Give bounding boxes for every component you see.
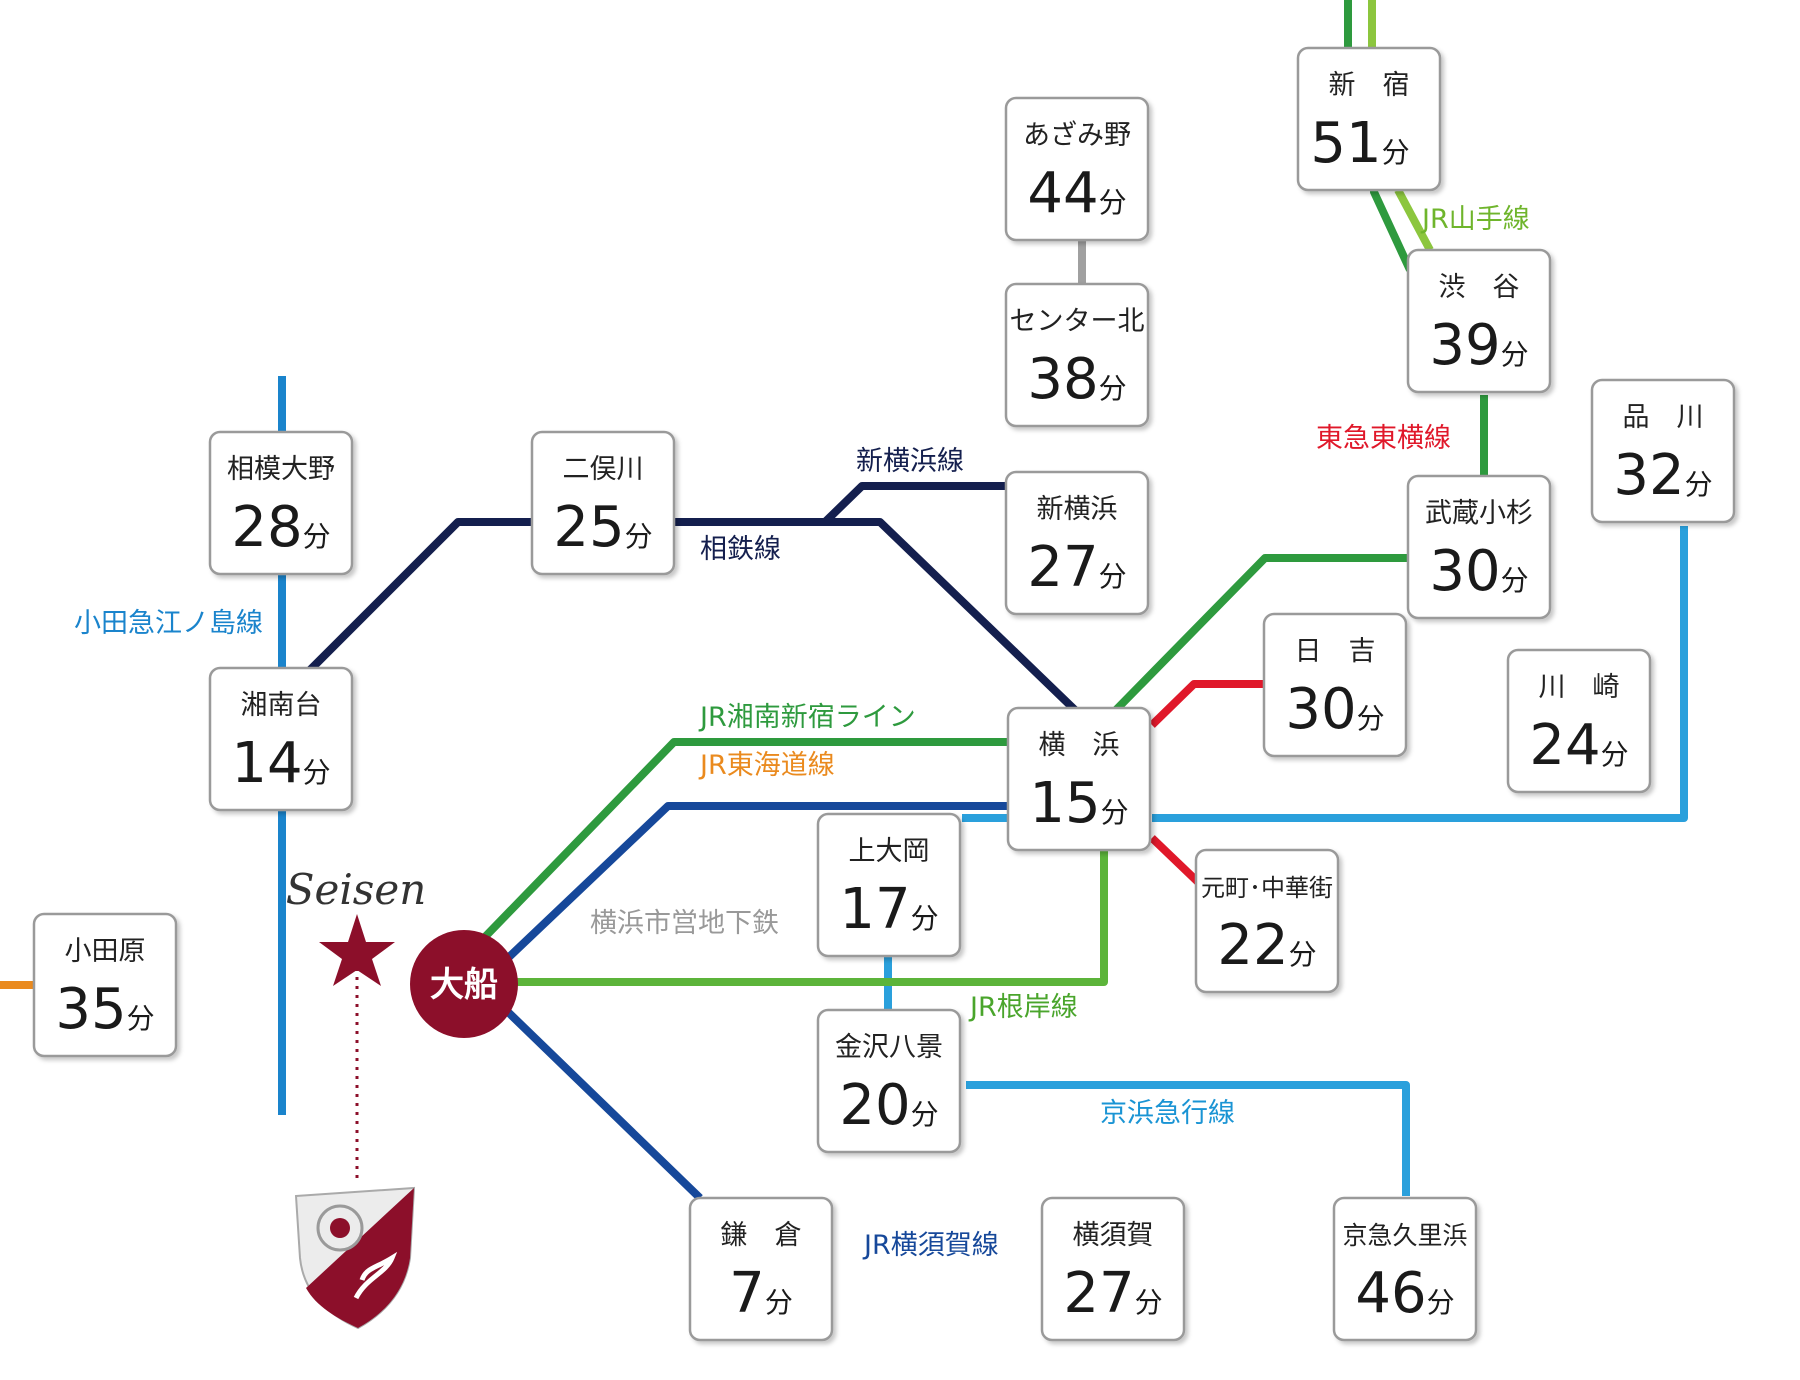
station-yokosuka[interactable]: 横須賀 27分 xyxy=(1040,1196,1186,1342)
label-shin-yokohama: 新横浜線 xyxy=(856,446,964,477)
station-time: 44分 xyxy=(1027,161,1126,226)
station-name: 新 宿 xyxy=(1329,70,1410,101)
station-time: 38分 xyxy=(1027,347,1126,412)
station-odawara[interactable]: 小田原 35分 xyxy=(32,912,178,1058)
label-odakyu: 小田急江ノ島線 xyxy=(74,608,263,639)
station-name: 相模大野 xyxy=(227,454,335,485)
label-keikyu: 京浜急行線 xyxy=(1100,1098,1235,1129)
station-time: 25分 xyxy=(553,495,652,560)
station-musashi-kosugi[interactable]: 武蔵小杉 30分 xyxy=(1406,474,1552,620)
school-mark: Seisen xyxy=(286,865,427,986)
negishi-line xyxy=(516,850,1108,986)
station-shinagawa[interactable]: 品 川 32分 xyxy=(1590,378,1736,524)
yokosuka-line-south xyxy=(505,1009,703,1201)
rail-lines xyxy=(0,0,1688,1201)
station-time: 39分 xyxy=(1429,313,1528,378)
station-name: 日 吉 xyxy=(1295,636,1376,667)
station-time: 7分 xyxy=(729,1261,793,1326)
station-name: 京急久里浜 xyxy=(1342,1221,1467,1250)
hub-ofuna[interactable]: 大船 xyxy=(410,930,518,1038)
station-name: 川 崎 xyxy=(1539,672,1620,703)
station-name: 横 浜 xyxy=(1039,730,1120,761)
station-motomachi[interactable]: 元町･中華街 22分 xyxy=(1194,848,1340,994)
minatomirai-line xyxy=(1149,835,1203,887)
station-keikyu-kurihama[interactable]: 京急久里浜 46分 xyxy=(1332,1196,1478,1342)
station-time: 27分 xyxy=(1063,1261,1162,1326)
station-kamakura[interactable]: 鎌 倉 7分 xyxy=(688,1196,834,1342)
station-name: 上大岡 xyxy=(849,836,930,867)
keikyu-line xyxy=(966,1081,1410,1196)
station-name: 二俣川 xyxy=(563,454,644,485)
keihin-tohoku-line xyxy=(1152,526,1688,822)
station-name: あざみ野 xyxy=(1023,120,1131,151)
station-shinjuku[interactable]: 新 宿 51分 xyxy=(1296,46,1442,192)
label-tokyu: 東急東横線 xyxy=(1316,423,1451,454)
station-name: 湘南台 xyxy=(241,690,322,721)
station-kanazawa-hakkei[interactable]: 金沢八景 20分 xyxy=(816,1008,962,1154)
station-time: 51分 xyxy=(1310,111,1409,176)
station-time: 20分 xyxy=(839,1073,938,1138)
line-labels: JR山手線 東急東横線 新横浜線 相鉄線 小田急江ノ島線 JR湘南新宿ライン J… xyxy=(74,204,1530,1261)
station-time: 22分 xyxy=(1217,913,1316,978)
station-time: 17分 xyxy=(839,877,938,942)
station-sagami-ono[interactable]: 相模大野 28分 xyxy=(208,430,354,576)
station-shonandai[interactable]: 湘南台 14分 xyxy=(208,666,354,812)
label-yokosuka: JR横須賀線 xyxy=(862,1230,999,1261)
station-time: 28分 xyxy=(231,495,330,560)
stations: 新 宿 51分 あざみ野 44分 センター北 38分 渋 谷 39分 品 川 3… xyxy=(32,46,1736,1342)
station-time: 46分 xyxy=(1355,1261,1454,1326)
station-time: 35分 xyxy=(55,977,154,1042)
shin-yokohama-line xyxy=(822,482,1012,525)
shonan-shinjuku-line xyxy=(479,738,1012,943)
station-shibuya[interactable]: 渋 谷 39分 xyxy=(1406,248,1552,394)
station-name: 品 川 xyxy=(1623,402,1704,433)
shonan-shinjuku-line-north xyxy=(1107,554,1412,719)
station-time: 27分 xyxy=(1027,535,1126,600)
station-hiyoshi[interactable]: 日 吉 30分 xyxy=(1262,612,1408,758)
station-name: 金沢八景 xyxy=(835,1032,943,1063)
station-time: 30分 xyxy=(1429,539,1528,604)
station-futamatagawa[interactable]: 二俣川 25分 xyxy=(530,430,676,576)
station-time: 32分 xyxy=(1613,443,1712,508)
station-time: 14分 xyxy=(231,731,330,796)
station-time: 24分 xyxy=(1529,713,1628,778)
station-kamiooka[interactable]: 上大岡 17分 xyxy=(816,812,962,958)
hub-name: 大船 xyxy=(430,965,498,1005)
sotetsu-line xyxy=(307,518,1078,713)
station-name: 武蔵小杉 xyxy=(1425,498,1533,529)
label-yamanote: JR山手線 xyxy=(1420,204,1530,235)
station-name: 小田原 xyxy=(65,936,146,967)
station-kawasaki[interactable]: 川 崎 24分 xyxy=(1506,648,1652,794)
school-crest-icon xyxy=(294,1186,416,1330)
star-icon xyxy=(319,914,395,986)
station-name: センター北 xyxy=(1010,306,1145,337)
hub-circle xyxy=(410,930,518,1038)
station-shin-yokohama[interactable]: 新横浜 27分 xyxy=(1004,470,1150,616)
station-name: 横須賀 xyxy=(1073,1220,1154,1251)
station-time: 30分 xyxy=(1285,677,1384,742)
station-center-kita[interactable]: センター北 38分 xyxy=(1004,282,1150,428)
seisen-logo-text: Seisen xyxy=(286,865,427,914)
label-tokaido: JR東海道線 xyxy=(698,750,835,781)
yamanote-line-seg xyxy=(1394,188,1434,252)
label-subway: 横浜市営地下鉄 xyxy=(590,908,779,939)
station-name: 渋 谷 xyxy=(1439,272,1520,303)
yokosuka-line xyxy=(505,802,1012,961)
label-shonan-shinjuku: JR湘南新宿ライン xyxy=(698,702,916,733)
station-yokohama[interactable]: 横 浜 15分 xyxy=(1006,706,1152,852)
station-name: 新横浜 xyxy=(1037,494,1118,525)
station-name: 元町･中華街 xyxy=(1201,874,1333,902)
station-azamino[interactable]: あざみ野 44分 xyxy=(1004,96,1150,242)
label-sotetsu: 相鉄線 xyxy=(700,534,781,565)
tokyu-line xyxy=(1149,680,1268,728)
label-negishi: JR根岸線 xyxy=(968,992,1078,1023)
station-time: 15分 xyxy=(1029,771,1128,836)
station-name: 鎌 倉 xyxy=(721,1220,802,1251)
